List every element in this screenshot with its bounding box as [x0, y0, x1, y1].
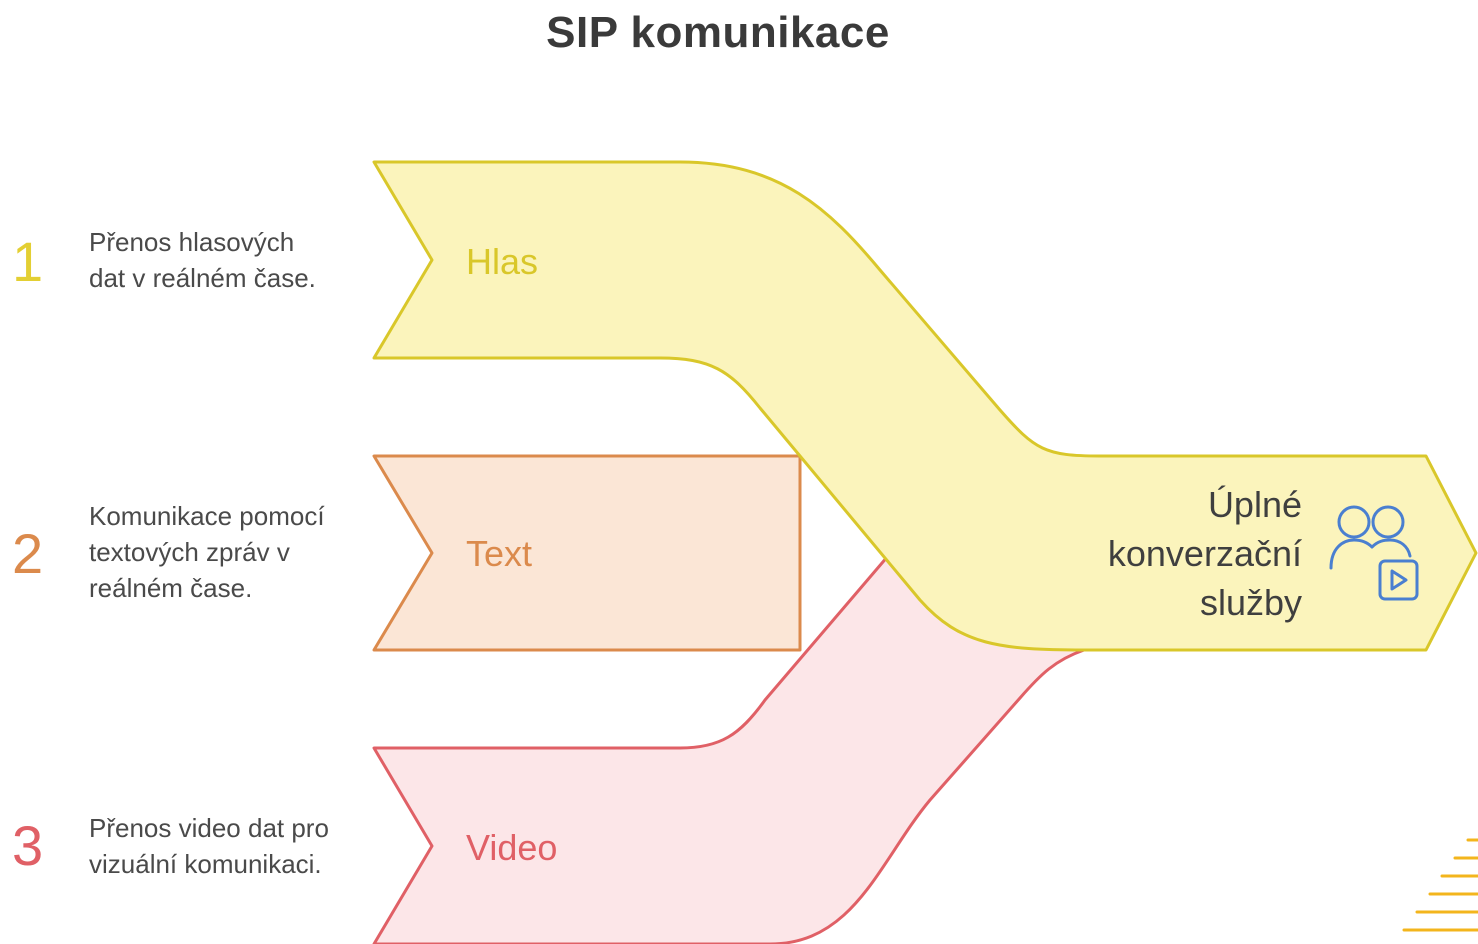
step-description-2: Komunikace pomocí textových zpráv v reál… — [89, 498, 369, 606]
step-number-3: 3 — [12, 814, 44, 877]
step-description-3: Přenos video dat pro vizuální komunikaci… — [89, 810, 369, 882]
flow-label-video: Video — [466, 827, 558, 868]
step-2-line-1: Komunikace pomocí — [89, 501, 325, 531]
target-label: Úplné konverzační služby — [1042, 480, 1302, 627]
step-1-line-2: dat v reálném čase. — [89, 263, 316, 293]
diagram-title: SIP komunikace — [546, 8, 890, 57]
video-flow-arrow — [372, 554, 1086, 944]
step-3-line-1: Přenos video dat pro — [89, 813, 329, 843]
step-number-2: 2 — [12, 522, 44, 585]
flow-label-text: Text — [466, 533, 533, 574]
step-1-line-1: Přenos hlasových — [89, 227, 295, 257]
target-line-1: Úplné — [1207, 484, 1302, 525]
target-line-3: služby — [1199, 582, 1302, 623]
hlas-flow-arrow — [372, 160, 1478, 652]
step-description-1: Přenos hlasových dat v reálném čase. — [89, 224, 369, 296]
decorative-lines — [1402, 838, 1478, 932]
step-2-line-2: textových zpráv v — [89, 537, 290, 567]
text-flow-arrow — [372, 454, 802, 652]
users-video-icon — [1329, 505, 1419, 601]
target-line-2: konverzační — [1107, 533, 1302, 574]
step-2-line-3: reálném čase. — [89, 573, 253, 603]
flow-label-hlas: Hlas — [466, 241, 539, 282]
step-number-1: 1 — [12, 230, 44, 293]
step-3-line-2: vizuální komunikaci. — [89, 849, 322, 879]
